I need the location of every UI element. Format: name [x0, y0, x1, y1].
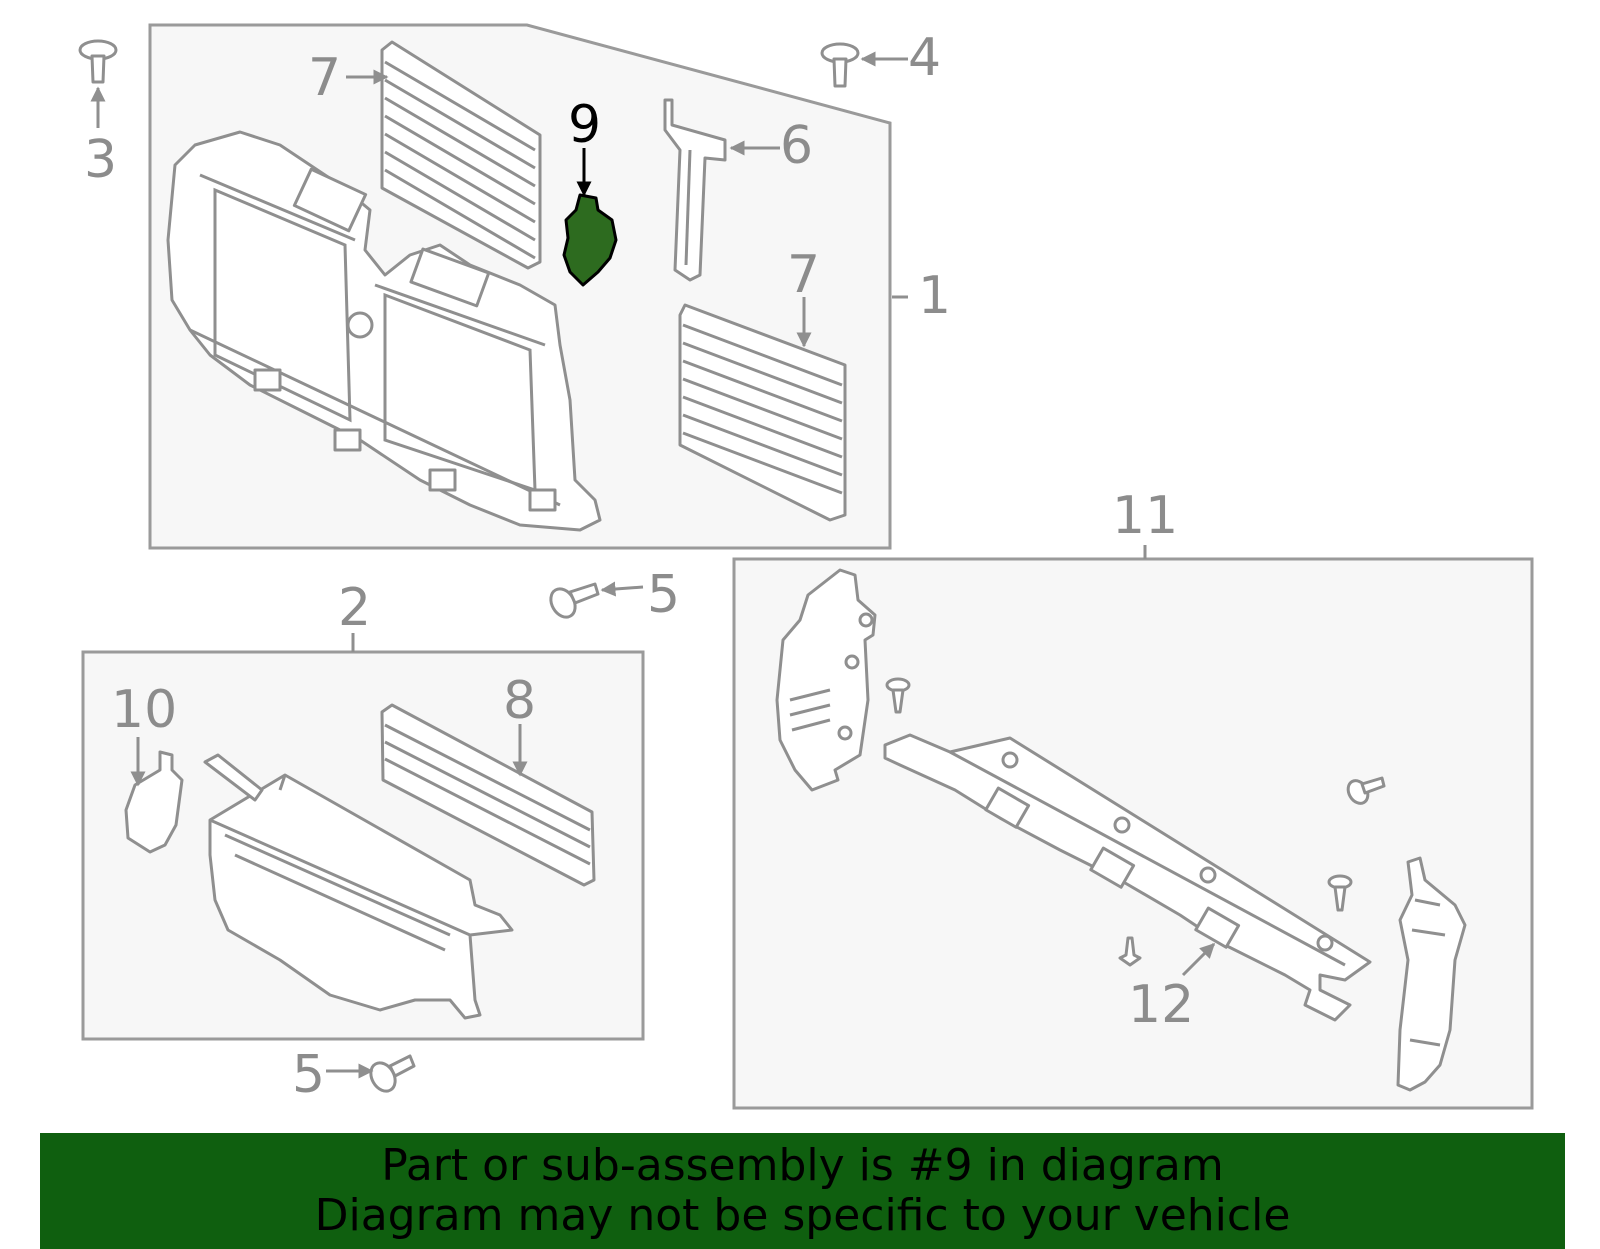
screw-11-d — [1118, 936, 1142, 967]
left-side-bracket — [775, 568, 877, 792]
bracket-6 — [663, 98, 727, 282]
air-deflector-bar — [883, 733, 1372, 1022]
callout-5-lower: 5 — [292, 1045, 325, 1105]
callout-10: 10 — [111, 680, 177, 740]
shroud-frame — [166, 130, 602, 532]
callout-6: 6 — [780, 116, 813, 176]
callout-12: 12 — [1128, 975, 1194, 1035]
leader-12 — [1181, 942, 1216, 977]
lower-shutter-louver — [678, 303, 847, 522]
banner-line-1: Part or sub-assembly is #9 in diagram — [381, 1140, 1224, 1191]
upper-shutter-louver — [380, 40, 542, 270]
right-side-bracket — [1396, 856, 1467, 1092]
flange-bolt-5-upper — [549, 582, 600, 619]
push-pin-fastener-3 — [78, 39, 118, 84]
leader-5-upper — [600, 581, 644, 597]
banner-line-2: Diagram may not be specific to your vehi… — [314, 1190, 1291, 1241]
callout-4: 4 — [908, 28, 941, 88]
push-pin-fastener-4 — [820, 42, 860, 88]
callout-1: 1 — [918, 266, 951, 326]
callout-3: 3 — [84, 130, 117, 190]
info-banner: Part or sub-assembly is #9 in diagram Di… — [40, 1133, 1565, 1249]
lower-grille-8 — [380, 703, 596, 887]
callout-2: 2 — [338, 578, 371, 638]
shutter-housing — [203, 753, 514, 1020]
flange-bolt-5-lower — [369, 1054, 416, 1093]
callout-9: 9 — [568, 95, 601, 155]
callout-7-upper: 7 — [308, 48, 341, 108]
highlighted-part-9 — [562, 193, 618, 287]
screw-11-a — [885, 677, 911, 714]
callout-11: 11 — [1112, 486, 1178, 546]
callout-5-upper: 5 — [647, 565, 680, 625]
screw-11-b — [1346, 776, 1386, 805]
callout-7-lower: 7 — [787, 245, 820, 305]
callout-8: 8 — [503, 671, 536, 731]
actuator-10 — [124, 750, 184, 854]
screw-11-c — [1327, 874, 1353, 912]
